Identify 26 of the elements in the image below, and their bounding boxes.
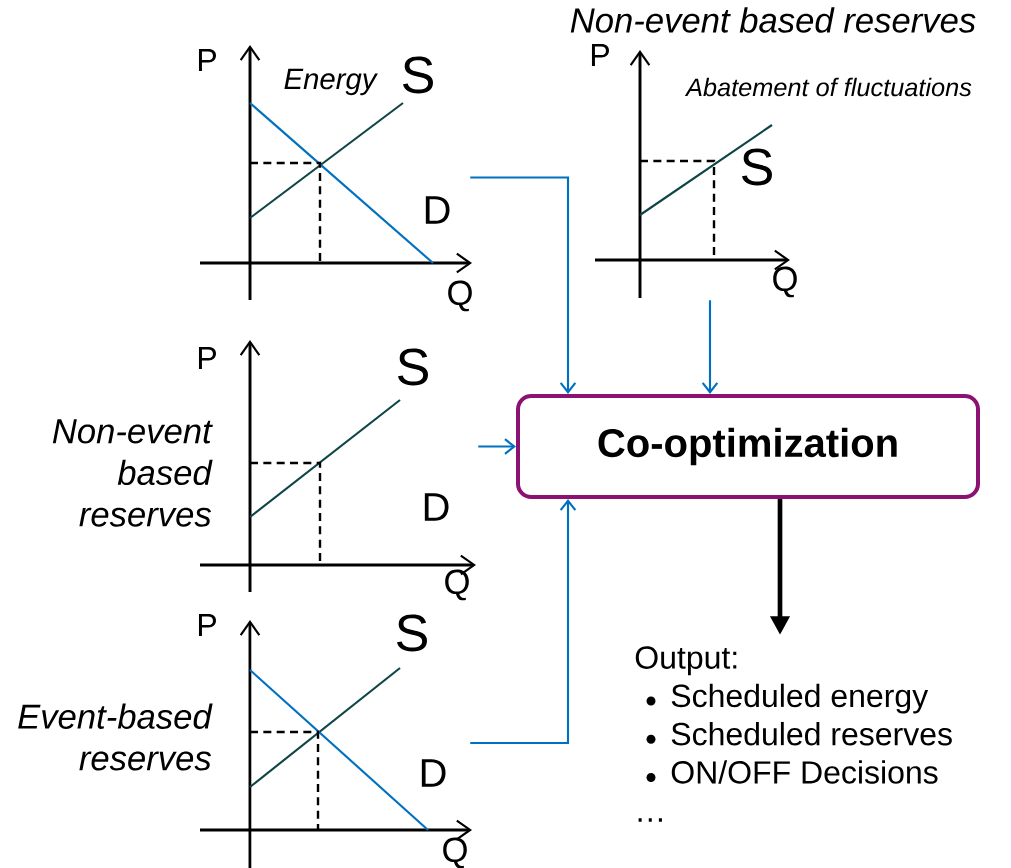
chart-title: Non-event based reserves bbox=[570, 7, 976, 33]
axis-label: Q bbox=[445, 569, 469, 601]
process-box: Co-optimization bbox=[516, 394, 980, 499]
axis-label: Q bbox=[443, 837, 467, 868]
arrow bbox=[470, 176, 577, 394]
axis-label: S bbox=[397, 614, 427, 652]
axis-label: D bbox=[424, 493, 449, 521]
arrow bbox=[701, 300, 719, 394]
axis-label: P bbox=[198, 614, 216, 636]
chart-title: Abatement of fluctuations bbox=[684, 77, 972, 97]
axis-label: P bbox=[198, 49, 216, 71]
chart-title: Event-based reserves bbox=[18, 703, 213, 771]
axis-label: S bbox=[742, 148, 772, 186]
chart-title: Non-event based reserves bbox=[52, 419, 213, 527]
arrow bbox=[478, 438, 516, 455]
axis-label: P bbox=[591, 44, 609, 66]
axis-label: S bbox=[398, 348, 428, 386]
chart-title: Energy bbox=[284, 68, 378, 96]
node-text: Output: Scheduled energy Scheduled reserves ON/OFF Decisions … bbox=[635, 646, 952, 822]
axis-label: D bbox=[425, 196, 450, 224]
axis-label: S bbox=[403, 56, 433, 94]
axis-label: Q bbox=[448, 280, 472, 312]
axis-label: Q bbox=[773, 266, 797, 298]
arrow bbox=[470, 499, 577, 745]
axis-label: P bbox=[198, 347, 216, 369]
axis-label: D bbox=[421, 759, 446, 787]
